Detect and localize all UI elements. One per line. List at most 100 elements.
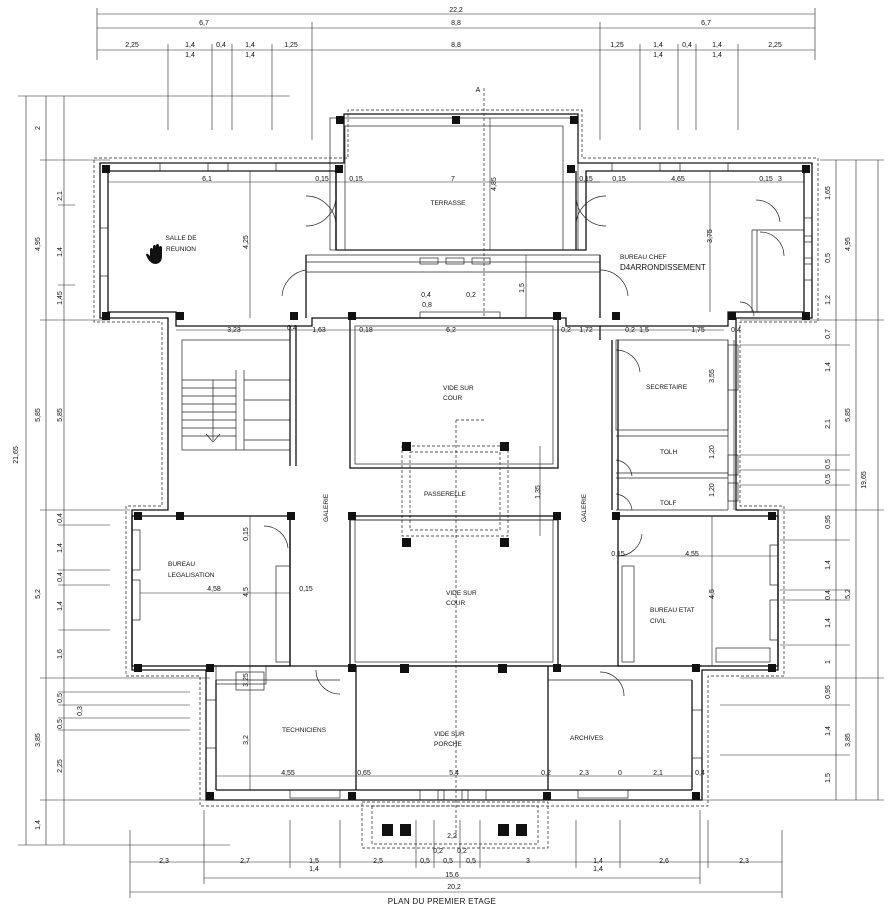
column	[176, 512, 184, 520]
column	[612, 312, 620, 320]
dim-label: 1,4	[245, 52, 255, 59]
dim-label: 4,95	[845, 237, 852, 251]
room-label-vide3-line1: VIDE SUR	[434, 731, 465, 738]
column	[692, 792, 700, 800]
dim-label: 3,25	[243, 673, 250, 687]
dim-label: 6,2	[446, 327, 456, 334]
dim-label: 3,75	[707, 229, 714, 243]
room-label-vide2-line1: VIDE SUR	[446, 590, 477, 597]
dim-label: 5,85	[57, 408, 64, 422]
column	[768, 664, 776, 672]
dim-label: 2,3	[739, 858, 749, 865]
dim-label: 1,4	[825, 362, 832, 372]
dim-label: 0,4	[825, 590, 832, 600]
column	[553, 512, 561, 520]
column	[553, 312, 561, 320]
room-label-etat-line1: BUREAU ETAT	[650, 607, 695, 614]
dim-label: 2,2	[447, 833, 457, 840]
dim-label: 4,5	[709, 589, 716, 599]
dim-label: 3,2	[243, 735, 250, 745]
dim-label: 6,1	[202, 176, 212, 183]
dim-label: 0,8	[422, 302, 432, 309]
dim-label: 0,5	[825, 474, 832, 484]
dim-label: 0,15	[611, 551, 625, 558]
dim-label: 1,35	[535, 485, 542, 499]
dim-label: 0,2	[457, 848, 467, 855]
dim-label: 5,4	[449, 770, 459, 777]
dim-label: 2,1	[653, 770, 663, 777]
structural-columns[interactable]	[102, 116, 810, 836]
dim-label: 4,65	[671, 176, 685, 183]
column	[543, 792, 551, 800]
column	[134, 512, 142, 520]
room-label-secretaire: SECRETAIRE	[646, 384, 688, 391]
column	[335, 165, 343, 173]
dim-label: 1,4	[825, 560, 832, 570]
dim-label: 19,65	[861, 471, 868, 489]
dim-label: 1,4	[712, 52, 722, 59]
column	[692, 664, 700, 672]
dim-label: 0,15	[243, 527, 250, 541]
dim-label: 1,65	[825, 186, 832, 200]
dim-label: 1,2	[825, 295, 832, 305]
dim-label: 21,65	[13, 446, 20, 464]
room-label-passerelle: PASSERELLE	[424, 491, 466, 498]
dim-label: 3,85	[35, 733, 42, 747]
dim-label: 20,2	[447, 884, 461, 891]
dim-label: 0,4	[57, 513, 64, 523]
dim-label: 2	[35, 126, 42, 130]
column	[728, 312, 736, 320]
dim-label: 3,85	[845, 733, 852, 747]
dim-label: 6,7	[199, 20, 209, 27]
dim-label: 1,4	[653, 52, 663, 59]
plan-title: PLAN DU PREMIER ETAGE	[388, 897, 496, 905]
dim-label: 4,55	[281, 770, 295, 777]
dim-label: 1,20	[709, 445, 716, 459]
dim-label: 0,5	[466, 858, 476, 865]
dim-label: 1,4	[245, 42, 255, 49]
room-label-salle-line1: SALLE DE	[165, 235, 197, 242]
dim-label: 1,4	[712, 42, 722, 49]
dim-label: 1,5	[309, 858, 319, 865]
dim-label: 1,5	[639, 327, 649, 334]
dim-label: 5,2	[35, 589, 42, 599]
dim-label: 1,25	[284, 42, 298, 49]
dim-label: 3	[526, 858, 530, 865]
room-label-galerie-right: GALERIE	[581, 493, 588, 522]
column	[498, 824, 509, 836]
dim-label: 1,4	[185, 52, 195, 59]
room-labels: TERRASSE SALLE DE REUNION BUREAU CHEF D4…	[165, 200, 705, 748]
dim-label: 5,2	[845, 589, 852, 599]
dim-label: 0,15	[612, 176, 626, 183]
column	[553, 664, 561, 672]
dim-label: 15,6	[445, 872, 459, 879]
column	[287, 512, 295, 520]
room-label-archives: ARCHIVES	[570, 735, 604, 742]
column	[400, 824, 411, 836]
column	[206, 664, 214, 672]
room-label-legalisation-line1: BUREAU	[168, 561, 195, 568]
dim-label: 7	[451, 176, 455, 183]
room-label-vide1-line1: VIDE SUR	[443, 385, 474, 392]
column	[570, 116, 578, 124]
dim-label: 4,95	[35, 237, 42, 251]
column	[567, 165, 575, 173]
dim-label: 1,4	[35, 820, 42, 830]
dim-label: 0,2	[466, 292, 476, 299]
dim-label: 3	[778, 176, 782, 183]
dim-label: 0,15	[315, 176, 329, 183]
column	[500, 442, 509, 451]
dim-total-top: 22,2	[449, 7, 463, 14]
dim-label: 1,4	[825, 726, 832, 736]
right-dimensions: 19,65 4,95 5,85 5,2 3,85 1,65 0,5 1,2 0,…	[700, 159, 884, 801]
dim-label: 5,85	[845, 408, 852, 422]
dim-label: 0,15	[349, 176, 363, 183]
room-label-salle-line2: REUNION	[166, 246, 196, 253]
dim-label: 1,20	[709, 483, 716, 497]
room-label-chef-line2: D4ARRONDISSEMENT	[620, 263, 706, 272]
dim-label: 1,63	[312, 327, 326, 334]
column	[102, 165, 110, 173]
dim-label: 2,6	[659, 858, 669, 865]
dim-label: 1,4	[57, 247, 64, 257]
dim-label: 6,7	[701, 20, 711, 27]
